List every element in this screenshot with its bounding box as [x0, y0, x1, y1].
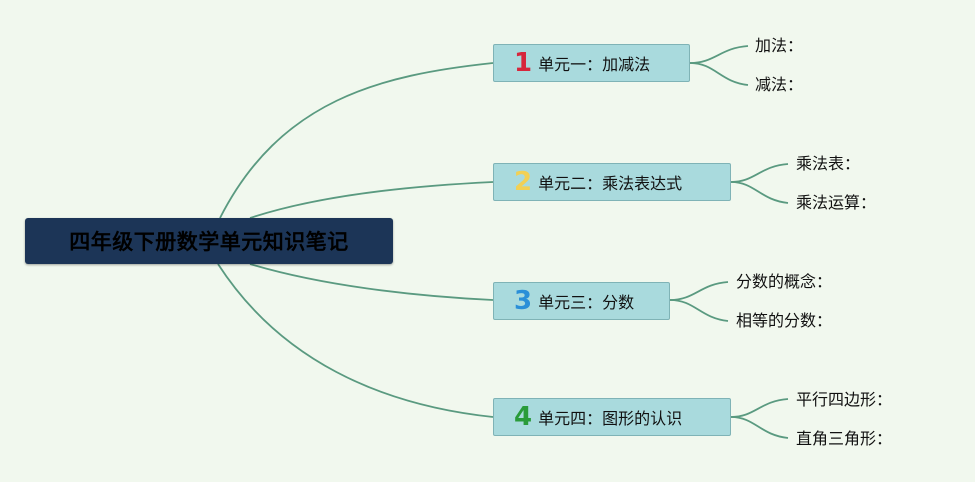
branch-label: 单元二：乘法表达式 — [538, 174, 683, 193]
connector-unit-1-b — [689, 62, 749, 86]
connector-unit-3-a — [669, 281, 729, 301]
root-title: 四年级下册数学单元知识笔记 — [69, 230, 349, 254]
branch-unit-1[interactable]: 1 单元一：加减法 — [493, 44, 690, 82]
connector-root-unit-2 — [249, 181, 494, 219]
marker-3-icon: 3 — [514, 286, 533, 316]
connector-unit-2-b — [730, 181, 789, 204]
branch-unit-2[interactable]: 2 单元二：乘法表达式 — [493, 163, 731, 201]
connector-unit-1-a — [689, 45, 749, 64]
branch-label: 单元三：分数 — [538, 293, 635, 312]
branch-unit-4[interactable]: 4 单元四：图形的认识 — [493, 398, 731, 436]
connector-root-unit-3 — [249, 263, 494, 301]
leaf-unit-1-b[interactable]: 减法： — [755, 75, 804, 94]
leaf-unit-4-a[interactable]: 平行四边形： — [796, 390, 893, 409]
leaf-unit-3-a[interactable]: 分数的概念： — [736, 272, 833, 291]
leaf-unit-2-b[interactable]: 乘法运算： — [796, 193, 877, 212]
leaf-unit-4-b[interactable]: 直角三角形： — [796, 429, 893, 448]
connector-unit-4-a — [730, 398, 789, 418]
leaf-unit-3-b[interactable]: 相等的分数： — [736, 311, 833, 330]
branch-unit-3[interactable]: 3 单元三：分数 — [493, 282, 670, 320]
connector-root-unit-4 — [217, 263, 494, 418]
connector-unit-2-a — [730, 163, 789, 183]
root-topic[interactable]: 四年级下册数学单元知识笔记 — [25, 218, 393, 264]
leaf-unit-1-a[interactable]: 加法： — [755, 36, 804, 55]
marker-2-icon: 2 — [514, 167, 533, 197]
branch-label: 单元一：加减法 — [538, 55, 651, 74]
marker-1-icon: 1 — [514, 48, 533, 78]
branch-label: 单元四：图形的认识 — [538, 409, 683, 428]
connector-root-unit-1 — [219, 62, 494, 219]
connector-unit-3-b — [669, 299, 729, 322]
leaf-unit-2-a[interactable]: 乘法表： — [796, 154, 861, 173]
marker-4-icon: 4 — [514, 402, 533, 432]
connector-unit-4-b — [730, 416, 789, 439]
